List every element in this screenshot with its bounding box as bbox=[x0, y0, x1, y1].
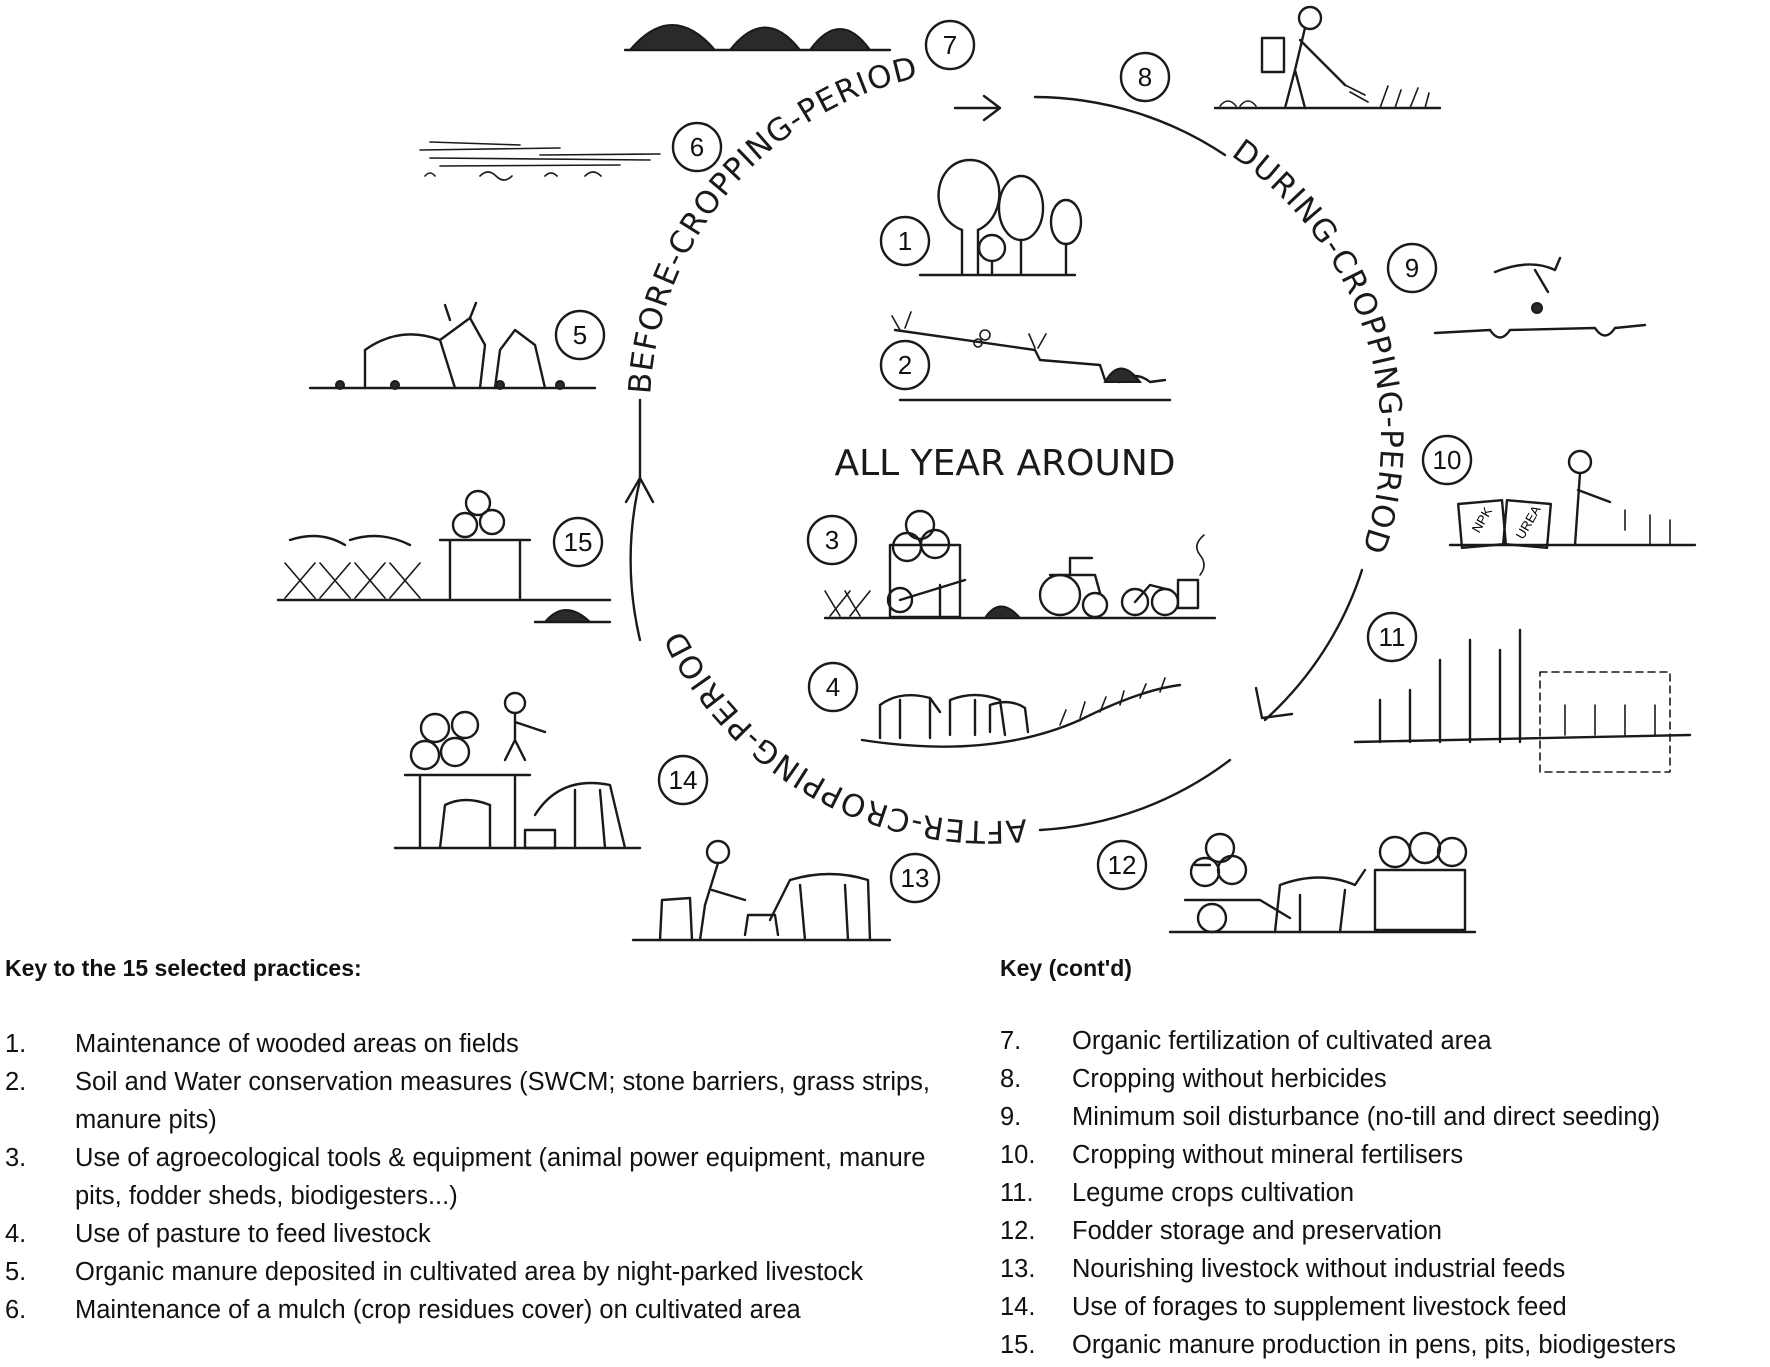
sketch-fertiliser-bags: NPK UREA bbox=[1448, 449, 1697, 550]
practice-marker-1: 1 bbox=[879, 215, 931, 267]
urea-bag-label: UREA bbox=[1513, 503, 1544, 542]
practice-marker-4: 4 bbox=[807, 661, 859, 713]
practice-cycle-diagram: BEFORE-CROPPING-PERIOD DURING-CROPPING-P… bbox=[276, 5, 1697, 942]
svg-text:2: 2 bbox=[898, 350, 912, 380]
sketch-fodder-storage bbox=[1168, 831, 1477, 934]
practice-markers: 1 2 3 4 5 6 7 8 9 10 11 12 13 14 15 bbox=[552, 19, 1473, 904]
key-item-13: 13.Nourishing livestock without industri… bbox=[1000, 1255, 1566, 1283]
sketch-legume-crops bbox=[1353, 628, 1692, 773]
key-item-15: 15.Organic manure production in pens, pi… bbox=[1000, 1331, 1676, 1359]
key-item-11: 11.Legume crops cultivation bbox=[1000, 1179, 1355, 1207]
svg-text:3: 3 bbox=[825, 525, 839, 555]
sketch-forage-shed bbox=[393, 691, 642, 850]
practice-marker-8: 8 bbox=[1119, 51, 1171, 103]
sketch-night-parked-livestock bbox=[308, 301, 597, 390]
key-item-9: 9.Minimum soil disturbance (no-till and … bbox=[1000, 1103, 1661, 1131]
practice-marker-12: 12 bbox=[1096, 839, 1148, 891]
sketch-trees bbox=[918, 158, 1083, 277]
sketch-soil-water-conservation bbox=[891, 311, 1172, 402]
svg-text:14: 14 bbox=[669, 765, 698, 795]
svg-text:15: 15 bbox=[564, 527, 593, 557]
after-cropping-period-label: AFTER-CROPPING-PERIOD bbox=[657, 624, 1028, 849]
svg-text:6: 6 bbox=[690, 132, 704, 162]
key-right-heading: Key (cont'd) bbox=[1000, 955, 1132, 981]
ring-segment-top bbox=[1033, 95, 1227, 157]
practice-marker-7: 7 bbox=[924, 19, 976, 71]
key-item-14: 14.Use of forages to supplement livestoc… bbox=[1000, 1293, 1567, 1321]
key-item-7: 7.Organic fertilization of cultivated ar… bbox=[1000, 1027, 1492, 1055]
sketch-manure-pens bbox=[276, 489, 612, 624]
svg-text:11: 11 bbox=[1379, 622, 1406, 652]
ring-segment-right bbox=[1263, 568, 1364, 722]
svg-text:10: 10 bbox=[1433, 445, 1462, 475]
key-item-5: 5.Organic manure deposited in cultivated… bbox=[5, 1258, 864, 1286]
sketch-pasture-livestock bbox=[860, 677, 1182, 748]
practice-marker-10: 10 bbox=[1421, 434, 1473, 486]
sketch-manure-heaps bbox=[623, 24, 892, 52]
before-cropping-period-label: BEFORE-CROPPING-PERIOD bbox=[622, 50, 921, 395]
cycle-ring bbox=[624, 94, 1364, 832]
svg-text:1: 1 bbox=[898, 226, 912, 256]
sketch-weeding-person bbox=[1213, 5, 1442, 110]
practice-marker-14: 14 bbox=[657, 754, 709, 806]
practice-marker-9: 9 bbox=[1386, 242, 1438, 294]
practice-marker-6: 6 bbox=[671, 121, 723, 173]
key-item-2: 2.Soil and Water conservation measures (… bbox=[5, 1068, 931, 1134]
practice-marker-5: 5 bbox=[554, 309, 606, 361]
svg-text:8: 8 bbox=[1138, 62, 1152, 92]
arrowhead-left bbox=[624, 476, 655, 504]
arrowhead-top bbox=[953, 94, 1002, 122]
sketch-direct-seeding bbox=[1433, 256, 1647, 339]
svg-text:4: 4 bbox=[826, 672, 840, 702]
svg-text:12: 12 bbox=[1108, 850, 1137, 880]
key-item-12: 12.Fodder storage and preservation bbox=[1000, 1217, 1442, 1245]
sketch-mulch bbox=[419, 141, 661, 181]
svg-text:5: 5 bbox=[573, 320, 587, 350]
npk-bag-label: NPK bbox=[1469, 504, 1496, 535]
key-left-heading: Key to the 15 selected practices: bbox=[5, 955, 362, 981]
practice-marker-2: 2 bbox=[879, 339, 931, 391]
ring-segment-bottom bbox=[1038, 758, 1232, 832]
svg-text:9: 9 bbox=[1405, 253, 1419, 283]
key-item-4: 4.Use of pasture to feed livestock bbox=[5, 1220, 431, 1248]
key-item-8: 8.Cropping without herbicides bbox=[1000, 1065, 1387, 1093]
key-item-1: 1.Maintenance of wooded areas on fields bbox=[5, 1030, 519, 1058]
svg-text:7: 7 bbox=[943, 30, 957, 60]
sketch-agroecological-tools bbox=[823, 509, 1217, 620]
sketch-feeding-livestock bbox=[631, 839, 892, 942]
arrowhead-right bbox=[1254, 686, 1294, 720]
key-left-list: 1.Maintenance of wooded areas on fields … bbox=[5, 1025, 970, 1329]
key-item-6: 6.Maintenance of a mulch (crop residues … bbox=[5, 1296, 801, 1324]
practice-marker-15: 15 bbox=[552, 516, 604, 568]
key-item-10: 10.Cropping without mineral fertilisers bbox=[1000, 1141, 1464, 1169]
practice-marker-3: 3 bbox=[806, 514, 858, 566]
during-cropping-period-label: DURING-CROPPING-PERIOD bbox=[1226, 133, 1409, 559]
ring-segment-left bbox=[629, 478, 642, 642]
practice-marker-11: 11 bbox=[1366, 611, 1418, 663]
all-year-around-label: ALL YEAR AROUND bbox=[835, 443, 1176, 484]
svg-text:13: 13 bbox=[901, 863, 930, 893]
key-item-3: 3.Use of agroecological tools & equipmen… bbox=[5, 1144, 926, 1210]
key-right-list: 7.Organic fertilization of cultivated ar… bbox=[1000, 1022, 1768, 1364]
practice-marker-13: 13 bbox=[889, 852, 941, 904]
